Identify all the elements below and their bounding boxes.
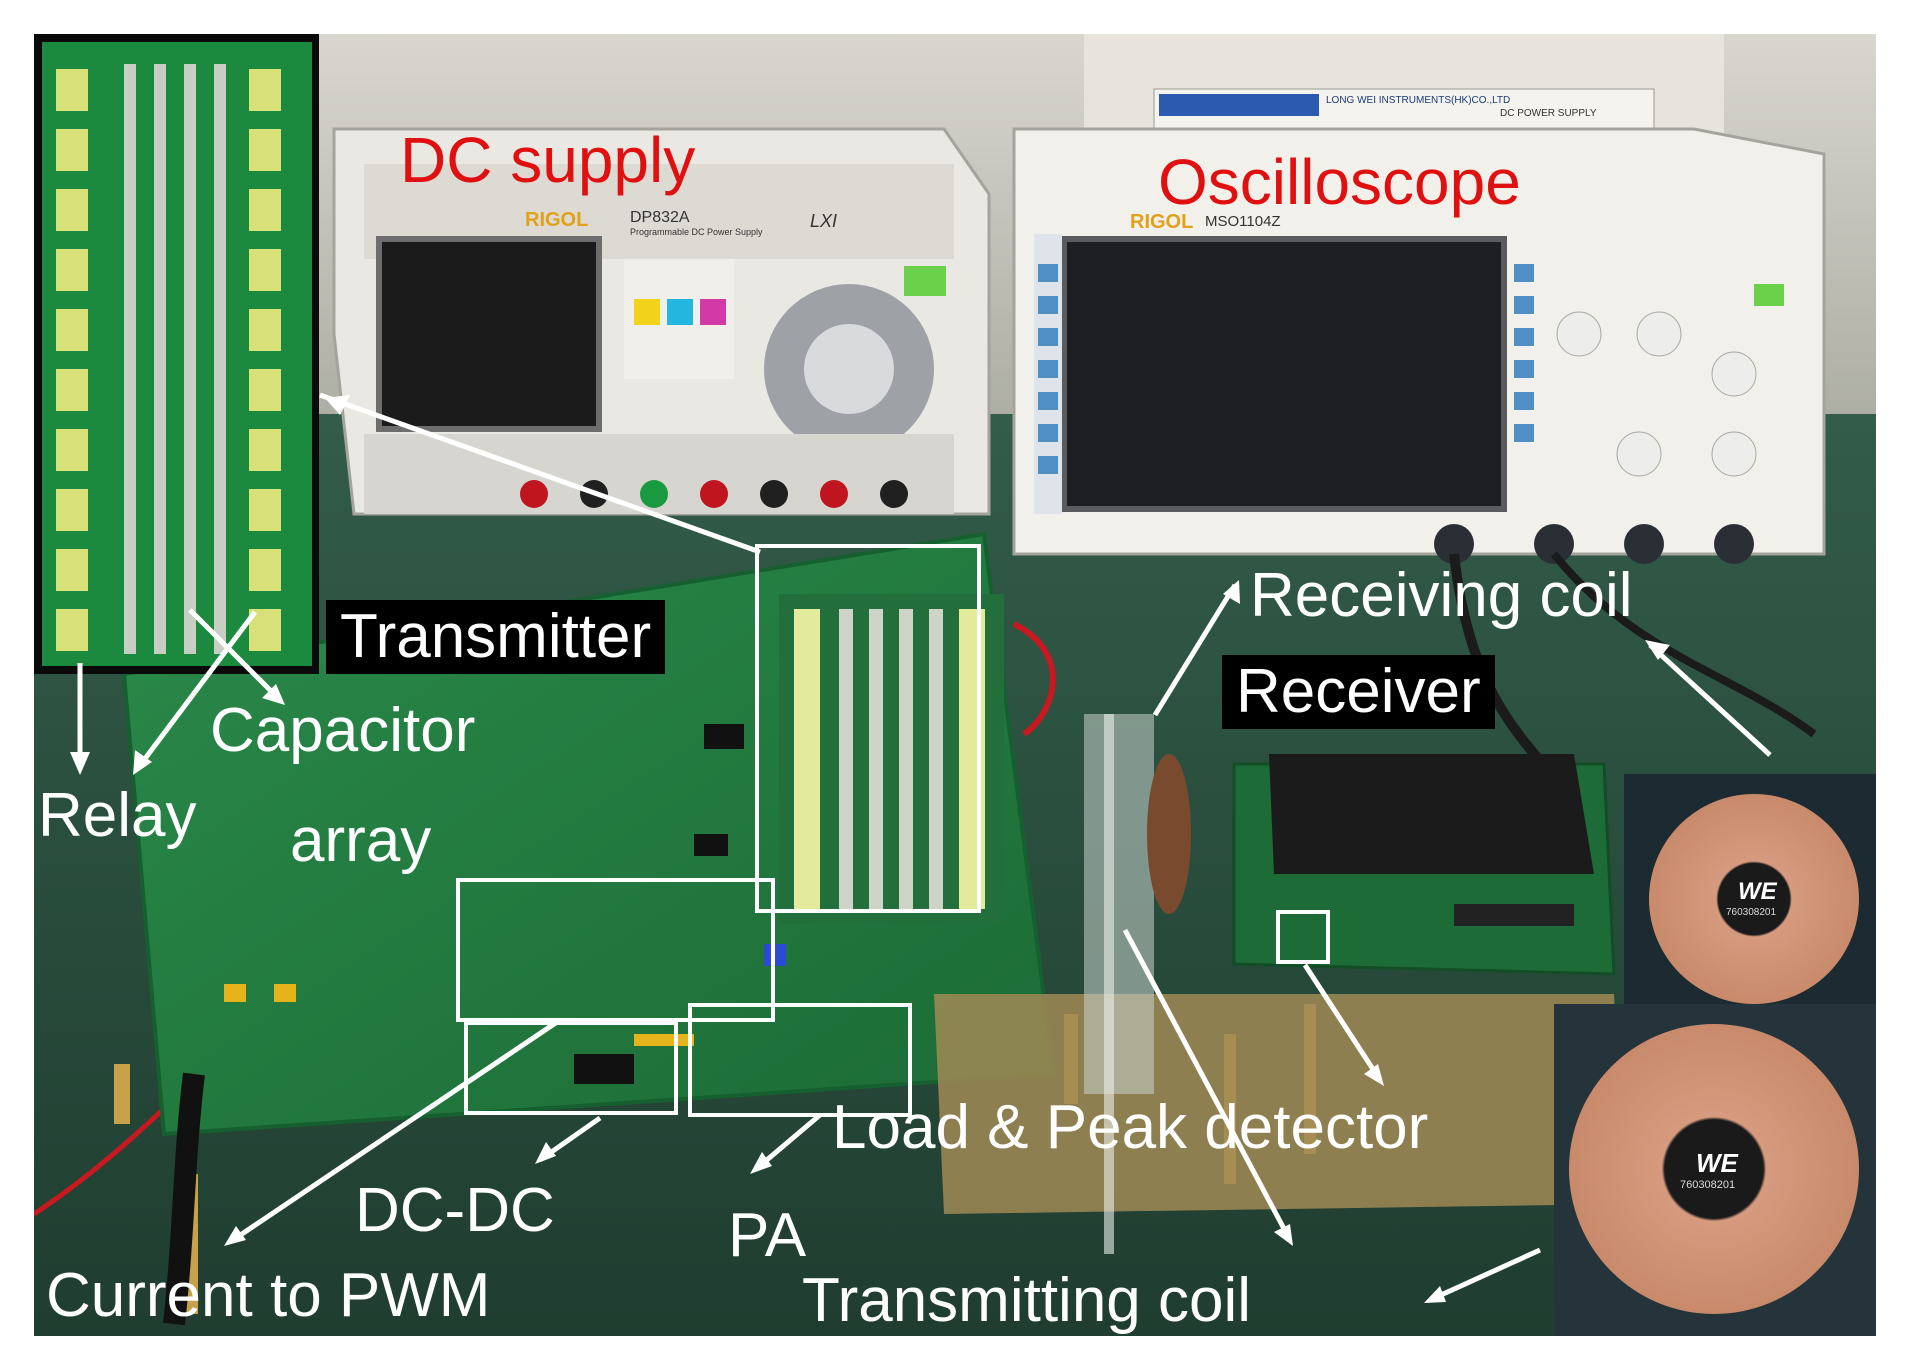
psu-model-text: DC POWER SUPPLY [1500,108,1597,119]
dp832a-subtitle: Programmable DC Power Supply [630,227,763,237]
coil-part-bottom: 760308201 [1680,1179,1736,1191]
coil-brand-bottom: WE [1696,1148,1738,1178]
dc-dc-label: DC-DC [355,1176,555,1245]
rigol-logo-psu: RIGOL [525,209,589,231]
photo-scene [34,34,1876,1336]
pa-label: PA [728,1201,807,1270]
receiving-coil-label: Receiving coil [1250,561,1633,630]
arrow-heads [70,395,1670,1303]
load-peak-detector-label: Load & Peak detector [832,1093,1429,1162]
dp832a-model: DP832A [630,209,690,226]
lab-setup-photo [34,34,1876,1336]
relay-label: Relay [38,781,197,850]
mso-model: MSO1104Z [1205,213,1281,230]
load-peak-box [1276,910,1330,964]
receiver-label: Receiver [1222,655,1495,729]
capacitor-label: Capacitor [210,696,476,765]
pa-box [688,1003,912,1117]
rigol-logo-scope: RIGOL [1130,211,1194,233]
transmitting-coil-label: Transmitting coil [802,1266,1252,1335]
oscilloscope-label: Oscilloscope [1158,146,1521,218]
dc-supply-label: DC supply [400,124,696,196]
lxi-logo: LXI [810,211,838,231]
current-to-pwm-label: Current to PWM [46,1261,491,1330]
dc-dc-box [464,1021,678,1115]
current-to-pwm-box [456,878,775,1022]
capacitor-array-box [755,544,981,913]
transmitter-label: Transmitter [326,600,666,674]
coil-brand-top: WE [1738,878,1777,905]
psu-brand-text: LONG WEI INSTRUMENTS(HK)CO.,LTD [1326,95,1511,106]
array-label: array [290,806,432,875]
coil-part-top: 760308201 [1726,907,1777,918]
